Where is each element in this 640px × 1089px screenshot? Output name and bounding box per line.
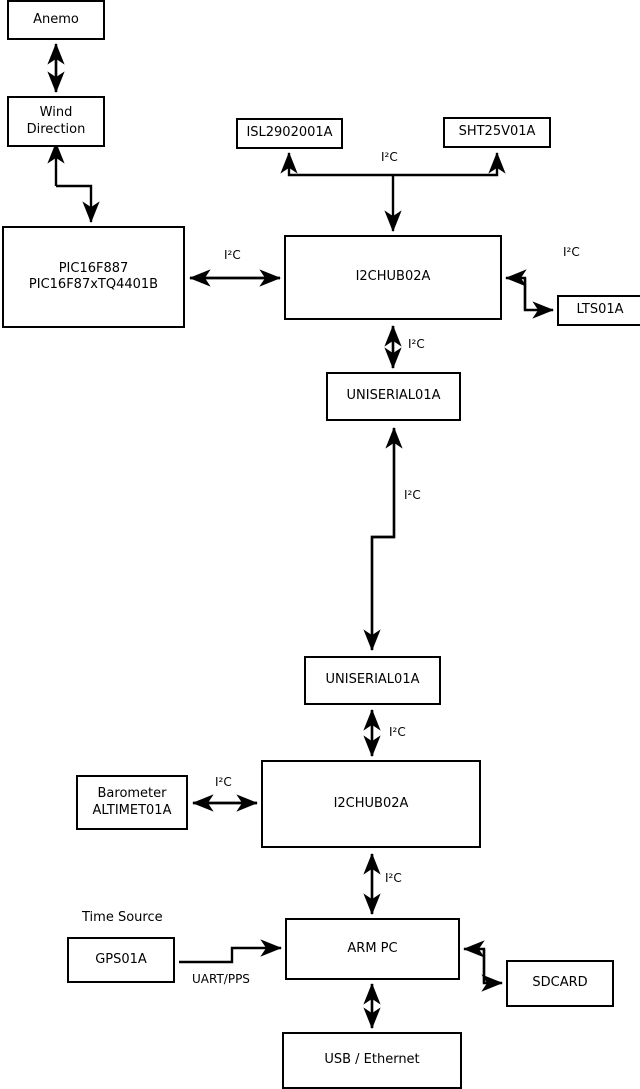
node-pic16f887[interactable]: PIC16F887 PIC16F87xTQ4401B	[2, 226, 185, 328]
edge-uni2-uni1	[370, 427, 403, 650]
edge-wind-pic-jog	[56, 184, 100, 223]
edge-label-i2c-hub-armpc: I²C	[385, 871, 402, 885]
node-isl2902001a[interactable]: ISL2902001A	[236, 118, 343, 149]
node-anemo[interactable]: Anemo	[7, 0, 105, 40]
edge-label-i2c-uniserial-uniserial: I²C	[404, 488, 421, 502]
label-time-source: Time Source	[82, 910, 163, 925]
node-sdcard[interactable]: SDCARD	[506, 960, 614, 1007]
edge-hub-lts	[523, 278, 554, 319]
edge-uni1-uni2	[363, 428, 396, 651]
node-pic16f887-label: PIC16F887 PIC16F87xTQ4401B	[28, 260, 159, 292]
edge-label-uart-pps: UART/PPS	[192, 972, 250, 986]
edge-gps-armpc	[179, 939, 282, 964]
node-sht25v01a[interactable]: SHT25V01A	[443, 117, 551, 148]
node-i2chub02a-top-label: I2CHUB02A	[355, 269, 431, 285]
edge-hub-bus-isl	[280, 152, 393, 177]
node-barometer-altimet01a-label: Barometer ALTIMET01A	[92, 786, 172, 818]
node-sdcard-label: SDCARD	[532, 975, 588, 991]
node-barometer-altimet01a[interactable]: Barometer ALTIMET01A	[76, 775, 188, 830]
edge-label-i2c-uniserial-hub: I²C	[389, 725, 406, 739]
edge-sdcard-armpc	[463, 940, 486, 983]
edge-label-i2c-pic-hub: I²C	[224, 248, 241, 262]
edge-label-i2c-barometer-hub: I²C	[215, 775, 232, 789]
node-i2chub02a-bottom-label: I2CHUB02A	[333, 795, 409, 811]
node-gps01a-label: GPS01A	[95, 951, 147, 967]
edge-label-i2c-hub-uniserial: I²C	[408, 337, 425, 351]
edge-label-i2c-hub-lts: I²C	[563, 245, 580, 259]
node-gps01a[interactable]: GPS01A	[67, 937, 175, 983]
node-uniserial01a-lower[interactable]: UNISERIAL01A	[304, 656, 441, 705]
node-wind-direction[interactable]: Wind Direction	[7, 96, 105, 147]
node-uniserial01a-upper-label: UNISERIAL01A	[346, 388, 441, 404]
node-usb-ethernet-label: USB / Ethernet	[324, 1052, 420, 1068]
node-arm-pc-label: ARM PC	[347, 940, 398, 956]
edge-lts-hub	[505, 269, 527, 310]
node-uniserial01a-upper[interactable]: UNISERIAL01A	[326, 372, 461, 421]
node-wind-direction-label: Wind Direction	[26, 105, 86, 137]
node-i2chub02a-top[interactable]: I2CHUB02A	[284, 235, 502, 320]
node-lts01a-label: LTS01A	[576, 302, 624, 318]
node-usb-ethernet[interactable]: USB / Ethernet	[282, 1032, 462, 1089]
edge-armpc-sdcard	[481, 949, 503, 992]
node-isl2902001a-label: ISL2902001A	[246, 125, 333, 141]
node-sht25v01a-label: SHT25V01A	[458, 124, 536, 140]
edge-label-i2c-hub-sensors: I²C	[381, 150, 398, 164]
edge-hub-bus-sht	[393, 152, 506, 177]
node-uniserial01a-lower-label: UNISERIAL01A	[325, 672, 420, 688]
node-i2chub02a-bottom[interactable]: I2CHUB02A	[261, 760, 481, 848]
node-anemo-label: Anemo	[33, 11, 79, 27]
node-arm-pc[interactable]: ARM PC	[285, 918, 460, 980]
node-lts01a[interactable]: LTS01A	[557, 295, 640, 326]
